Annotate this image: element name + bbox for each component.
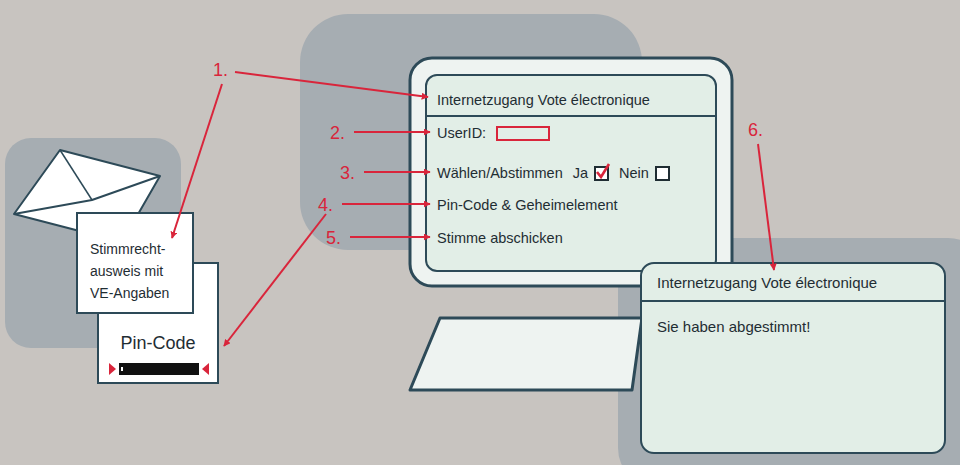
text-row: Stimmrecht- ausweis mit VE-Angaben: [90, 238, 186, 304]
text-row: Sie haben abgestimmt!: [657, 318, 810, 336]
input-field: [496, 126, 550, 141]
separator-line: [642, 300, 944, 302]
screen-text: Internetzugang Vote électronique: [437, 91, 650, 109]
monitor-bezel: [410, 58, 732, 286]
pin-bar: [121, 367, 123, 371]
screen-text: Internetzugang Vote électronique: [657, 274, 877, 292]
backdrop-window: [618, 238, 960, 465]
screen: Internetzugang Vote électroniqueUserID: W…: [425, 74, 717, 272]
pin-bar: [107, 362, 211, 376]
text-row: Stimme abschicken: [437, 229, 563, 247]
callout-number: 4.: [318, 195, 333, 215]
monitor-base: [410, 318, 642, 390]
leader-line: [354, 131, 430, 133]
leader-line: [350, 236, 430, 238]
screen-text: UserID:: [437, 124, 486, 142]
text-row: [107, 362, 211, 376]
screen-text: Wählen/Abstimmen: [437, 164, 563, 182]
envelope-flap: [14, 176, 160, 214]
envelope-fold: [60, 150, 92, 200]
checkbox-checked: [594, 166, 609, 181]
leader-line: [364, 171, 430, 173]
screen-text: Nein: [619, 164, 649, 182]
pin-bar: [202, 363, 209, 375]
card-title: Pin-Code: [120, 332, 195, 354]
leader-line: [224, 214, 326, 346]
text-row: Internetzugang Vote électronique: [437, 91, 650, 109]
check-mark: [597, 164, 609, 177]
screen-text: Pin-Code & Geheimelement: [437, 196, 618, 214]
callout-number: 6.: [748, 120, 763, 140]
separator-line: [427, 115, 715, 117]
confirmation-window: Internetzugang Vote électroniqueSie habe…: [640, 262, 946, 454]
text-row: UserID:: [437, 124, 550, 142]
screen-text: Stimme abschicken: [437, 229, 563, 247]
checkbox: [655, 166, 670, 181]
leader-line: [235, 72, 428, 97]
text-row: Internetzugang Vote électronique: [657, 274, 877, 292]
card-text: Stimmrecht- ausweis mit VE-Angaben: [90, 238, 186, 304]
leader-line: [758, 144, 774, 270]
leader-line: [342, 203, 430, 205]
pin-bar: [119, 363, 199, 375]
text-row: Pin-Code: [99, 332, 217, 354]
callout-number: 5.: [326, 228, 341, 248]
callout-number: 3.: [340, 163, 355, 183]
ballot-card: Stimmrecht- ausweis mit VE-Angaben: [76, 212, 194, 314]
callout-number: 2.: [330, 123, 345, 143]
screen-text: Ja: [573, 164, 588, 182]
text-row: Pin-Code & Geheimelement: [437, 196, 618, 214]
screen-text: Sie haben abgestimmt!: [657, 318, 810, 336]
pin-bar: [109, 363, 116, 375]
check-mark: [595, 163, 613, 181]
text-row: Wählen/Abstimmen Ja Nein: [437, 164, 670, 182]
callout-number: 1.: [213, 60, 228, 80]
